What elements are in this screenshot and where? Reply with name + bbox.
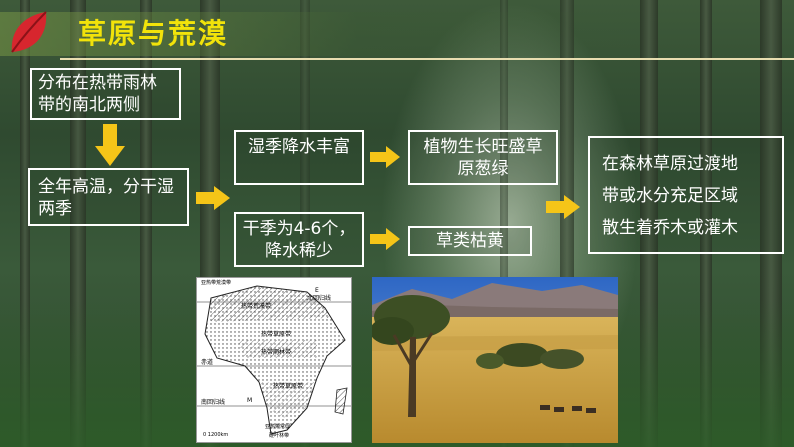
page-title: 草原与荒漠 — [78, 17, 229, 50]
map-label: 亚热带荒漠带 — [201, 279, 231, 286]
map-label: M — [247, 397, 252, 404]
map-label: 热带雨林带 — [261, 348, 291, 356]
arrow-down-icon — [95, 124, 125, 166]
transition-box: 在森林草原过渡地 带或水分充足区域 散生着乔木或灌木 — [588, 136, 784, 254]
distribution-box: 分布在热带雨林带的南北两侧 — [30, 68, 181, 120]
africa-vegetation-map: 亚热带荒漠带 热带荒漠带 北回归线 E 热带草原带 热带雨林带 赤道 热带草原带… — [196, 277, 352, 443]
dry-season-box: 干季为4-6个，降水稀少 — [234, 212, 364, 267]
map-label: 南回归线 — [201, 398, 225, 406]
map-label: 热带草原带 — [261, 330, 291, 338]
map-scale: 0 1200km — [203, 432, 228, 438]
arrow-right-icon — [546, 195, 580, 219]
savanna-photo-drawing — [372, 277, 618, 443]
map-label: 北回归线 — [307, 294, 331, 302]
arrow-right-icon — [196, 186, 230, 210]
arrow-right-icon — [370, 228, 400, 250]
africa-map-drawing: 亚热带荒漠带 热带荒漠带 北回归线 E 热带草原带 热带雨林带 赤道 热带草原带… — [197, 279, 351, 439]
map-label: 赤道 — [201, 358, 213, 366]
climate-box: 全年高温，分干湿两季 — [28, 168, 189, 226]
plants-lush-box: 植物生长旺盛草原葱绿 — [408, 130, 558, 185]
wet-season-box: 湿季降水丰富 — [234, 130, 364, 185]
title-bar — [0, 12, 794, 56]
map-label: E — [315, 287, 319, 294]
title-underline — [60, 58, 794, 60]
savanna-photo — [372, 277, 618, 443]
map-label: 热带荒漠带 — [241, 302, 271, 310]
grass-yellow-box: 草类枯黄 — [408, 226, 532, 256]
map-label: 亚热带常绿 — [265, 423, 290, 430]
map-label: 硬叶林带 — [269, 432, 289, 439]
leaf-logo-icon — [11, 11, 47, 53]
arrow-right-icon — [370, 146, 400, 168]
map-label: 热带草原带 — [273, 382, 303, 390]
